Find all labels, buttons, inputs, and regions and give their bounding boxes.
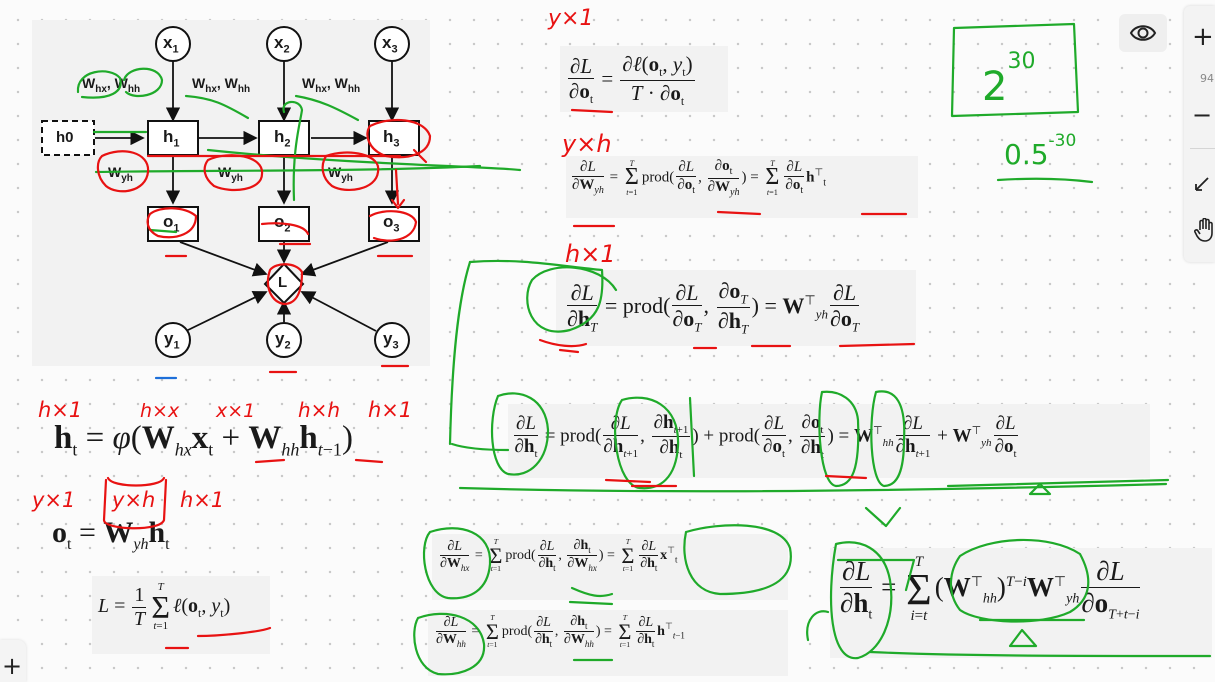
eq-dL-do: ∂L∂ot = ∂ℓ(ot, yt)T · ∂ot bbox=[568, 52, 695, 109]
node-x3-label: x3 bbox=[382, 33, 398, 56]
zoom-out-button[interactable]: − bbox=[1192, 102, 1214, 132]
node-y2-label: y2 bbox=[275, 329, 291, 352]
dL-dWhx-image bbox=[432, 534, 788, 600]
weight-label-1: Whx, Whh bbox=[82, 75, 141, 95]
node-o1-label: o1 bbox=[163, 212, 180, 235]
zoom-level-text: 94 bbox=[1200, 72, 1214, 85]
annot-dim-ot-2: h×1 bbox=[180, 488, 225, 512]
node-x2-label: x2 bbox=[274, 33, 290, 56]
node-o3-label: o3 bbox=[383, 212, 400, 235]
node-h2-label: h2 bbox=[274, 127, 291, 150]
annot-dim-ht-0: h×1 bbox=[38, 398, 83, 422]
node-h3-label: h3 bbox=[383, 127, 400, 150]
annot-half-power: 0.5-30 bbox=[1004, 130, 1077, 171]
hand-icon bbox=[1194, 217, 1213, 242]
node-o2-label: o2 bbox=[274, 212, 291, 235]
wyh-label-2: Wyh bbox=[218, 164, 243, 184]
eq-dL-dht-recursive: ∂L∂ht = prod(∂L∂ht+1, ∂ht+1∂ht) + prod(∂… bbox=[514, 412, 1018, 462]
node-h0-label: h0 bbox=[56, 129, 74, 146]
eq-output: ot = Wyhht bbox=[52, 516, 170, 553]
zoom-in-button[interactable]: + bbox=[1192, 24, 1214, 54]
eye-icon bbox=[1129, 25, 1157, 41]
node-h1-label: h1 bbox=[163, 127, 180, 150]
add-page-button[interactable]: + bbox=[0, 640, 26, 682]
annot-dim-ot-0: y×1 bbox=[32, 488, 76, 512]
annot-dim-ht-1: h×x bbox=[140, 400, 180, 422]
toolbar-divider bbox=[1190, 148, 1215, 149]
zoom-toolbar: + 94 − bbox=[1184, 6, 1215, 262]
annot-two-power: 230 bbox=[982, 48, 1036, 110]
eq-hidden-state: ht = φ(Whxxt + Whhht−1) bbox=[54, 420, 353, 460]
pan-tool-button[interactable] bbox=[1194, 217, 1214, 242]
plus-icon: + bbox=[1192, 22, 1214, 52]
node-loss-label: L bbox=[278, 274, 288, 291]
minus-icon: − bbox=[1192, 101, 1213, 129]
visibility-toggle-button[interactable] bbox=[1119, 14, 1167, 52]
pointer-icon bbox=[1195, 177, 1209, 191]
weight-label-3: Whx, Whh bbox=[302, 75, 361, 95]
node-x1-label: x1 bbox=[163, 33, 179, 56]
wyh-label-3: Wyh bbox=[328, 164, 353, 184]
eq-dL-dhT: ∂L∂hT = prod(∂L∂oT, ∂oT∂hT) = W⊤yh∂L∂oT bbox=[567, 278, 860, 337]
annot-dim-ht-2: x×1 bbox=[216, 400, 256, 422]
weight-label-2: Whx, Whh bbox=[192, 75, 251, 95]
annot-dim-do: y×1 bbox=[548, 6, 594, 31]
annot-dim-ht-3: h×h bbox=[298, 398, 341, 422]
closed-form-image bbox=[830, 548, 1212, 658]
dL-dWyh-image bbox=[566, 156, 918, 218]
node-y1-label: y1 bbox=[164, 329, 180, 352]
annot-dim-ht-4: h×1 bbox=[368, 398, 413, 422]
select-tool-button[interactable] bbox=[1194, 176, 1214, 196]
annot-dim-dhT: h×1 bbox=[565, 240, 616, 268]
annot-dim-dWyh: y×h bbox=[562, 130, 612, 158]
annot-dim-ot-1: y×h bbox=[112, 488, 156, 512]
corner-plus-icon: + bbox=[2, 652, 23, 680]
node-y3-label: y3 bbox=[383, 329, 399, 352]
loss-image bbox=[92, 576, 270, 654]
dL-dWhh-image bbox=[428, 610, 788, 676]
